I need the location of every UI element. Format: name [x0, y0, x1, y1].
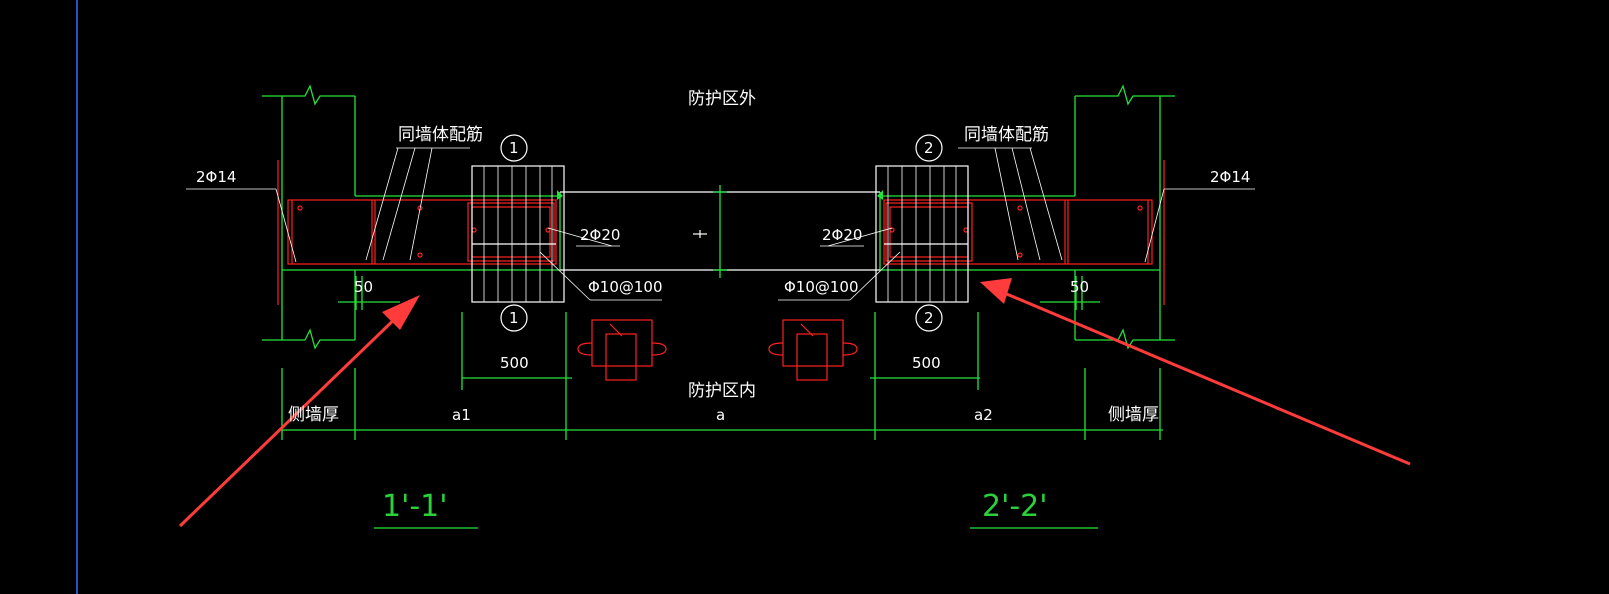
arrow-icon — [178, 278, 1411, 528]
label-same-as-wall-left: 同墙体配筋 — [398, 125, 483, 145]
label-stirrup-right: Φ10@100 — [784, 278, 859, 296]
left-column-ties — [471, 165, 565, 303]
label-dim-a1: a1 — [452, 406, 471, 424]
label-same-as-wall-right: 同墙体配筋 — [964, 125, 1049, 145]
label-dim-500-right: 500 — [912, 354, 941, 372]
section-marker-1-bottom: 1 — [509, 309, 519, 327]
label-inside-zone: 防护区内 — [688, 381, 756, 401]
label-dim-500-left: 500 — [500, 354, 529, 372]
right-column-ties — [875, 165, 969, 303]
opening-outline — [560, 185, 880, 278]
label-2phi14-left: 2Φ14 — [196, 168, 236, 186]
section-title-right: 2'-2' — [982, 489, 1048, 524]
section-marker-2-top: 2 — [924, 139, 934, 157]
label-side-wall-left: 侧墙厚 — [288, 405, 339, 425]
label-dim-50-left: 50 — [354, 278, 373, 296]
section-marker-2-bottom: 2 — [924, 309, 934, 327]
label-2phi20-right: 2Φ20 — [822, 226, 862, 244]
label-dim-a: a — [716, 406, 725, 424]
label-dim-a2: a2 — [974, 406, 993, 424]
label-stirrup-left: Φ10@100 — [588, 278, 663, 296]
leader-lines — [186, 147, 1255, 301]
section-marker-1-top: 1 — [509, 139, 519, 157]
label-2phi14-right: 2Φ14 — [1210, 168, 1250, 186]
section-title-left: 1'-1' — [382, 489, 448, 524]
label-outside-zone: 防护区外 — [688, 89, 756, 109]
label-2phi20-left: 2Φ20 — [580, 226, 620, 244]
dimension-lines — [278, 276, 1163, 529]
left-wall-outline — [262, 84, 561, 350]
section-marker-icon — [500, 134, 943, 332]
label-dim-50-right: 50 — [1070, 278, 1089, 296]
label-side-wall-right: 侧墙厚 — [1108, 405, 1159, 425]
lifting-hook-icon — [577, 319, 858, 381]
